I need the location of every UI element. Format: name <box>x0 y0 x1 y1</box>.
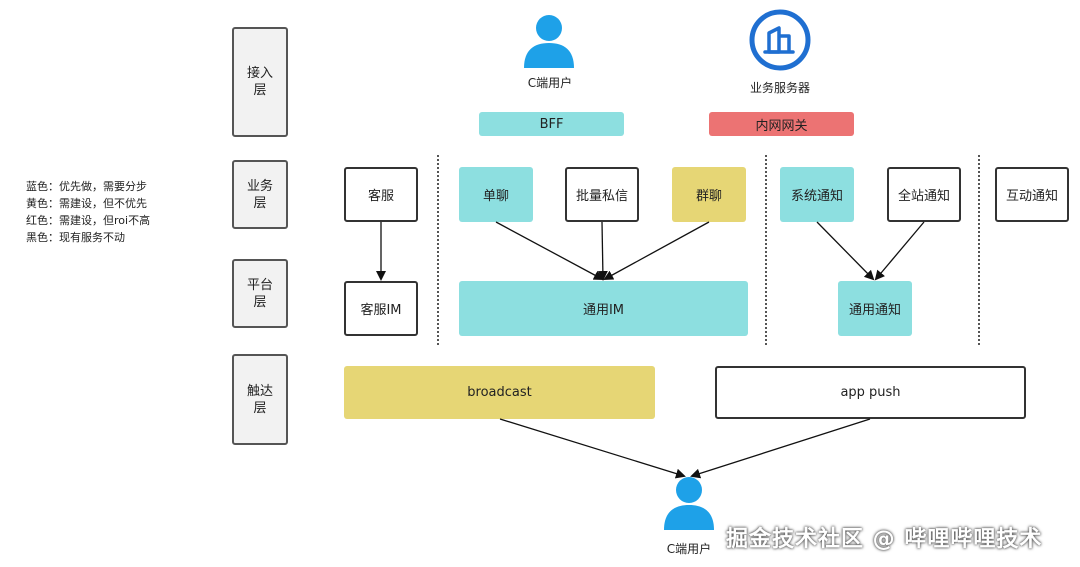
kefu-im-box: 客服IM <box>344 281 418 336</box>
app-push-box: app push <box>715 366 1026 419</box>
layer-reach: 触达 层 <box>232 354 288 445</box>
separator-1 <box>437 155 439 345</box>
separator-3 <box>978 155 980 345</box>
layer-business: 业务 层 <box>232 160 288 229</box>
biz-server-label: 业务服务器 <box>749 81 810 95</box>
common-notice-box: 通用通知 <box>838 281 912 336</box>
user-icon <box>664 477 714 530</box>
legend-yellow: 黄色：需建设，但不优先 <box>26 197 147 210</box>
broadcast-box: broadcast <box>344 366 655 419</box>
user-icon <box>524 15 574 68</box>
arrow-broadcast-to-user <box>499 418 686 479</box>
legend: 蓝色：优先做，需要分步 黄色：需建设，但不优先 红色：需建设，但roi不高 黑色… <box>26 178 176 246</box>
kefu-box: 客服 <box>344 167 418 222</box>
legend-blue: 蓝色：优先做，需要分步 <box>26 180 147 193</box>
arrow-app-push-to-user <box>690 418 871 479</box>
arrow-sys-notice-to-notice <box>816 221 875 281</box>
layer-access: 接入 层 <box>232 27 288 137</box>
legend-red: 红色：需建设，但roi不高 <box>26 214 151 227</box>
sys-notice-box: 系统通知 <box>780 167 854 222</box>
arrow-group-chat-to-im <box>603 221 710 280</box>
interactive-notice-box: 互动通知 <box>995 167 1069 222</box>
group-chat-box: 群聊 <box>672 167 746 222</box>
single-chat-box: 单聊 <box>459 167 533 222</box>
gateway-box: 内网网关 <box>709 112 854 136</box>
arrow-site-notice-to-notice <box>874 221 925 281</box>
biz-server <box>748 8 812 72</box>
c-user-top-label: C端用户 <box>527 76 573 90</box>
site-notice-box: 全站通知 <box>887 167 961 222</box>
arrow-batch-dm-to-im <box>597 221 608 281</box>
building-icon <box>749 9 811 71</box>
batch-dm-box: 批量私信 <box>565 167 639 222</box>
bff-box: BFF <box>479 112 624 136</box>
separator-2 <box>765 155 767 345</box>
common-im-box: 通用IM <box>459 281 748 336</box>
arrow-single-chat-to-im <box>495 221 604 280</box>
layer-platform: 平台 层 <box>232 259 288 328</box>
c-user-bottom-label: C端用户 <box>666 542 712 556</box>
c-user-bottom <box>658 474 720 532</box>
legend-black: 黑色：现有服务不动 <box>26 231 125 244</box>
watermark: 掘金技术社区 @ 哔哩哔哩技术 <box>726 527 1043 552</box>
c-user-top <box>516 12 582 72</box>
